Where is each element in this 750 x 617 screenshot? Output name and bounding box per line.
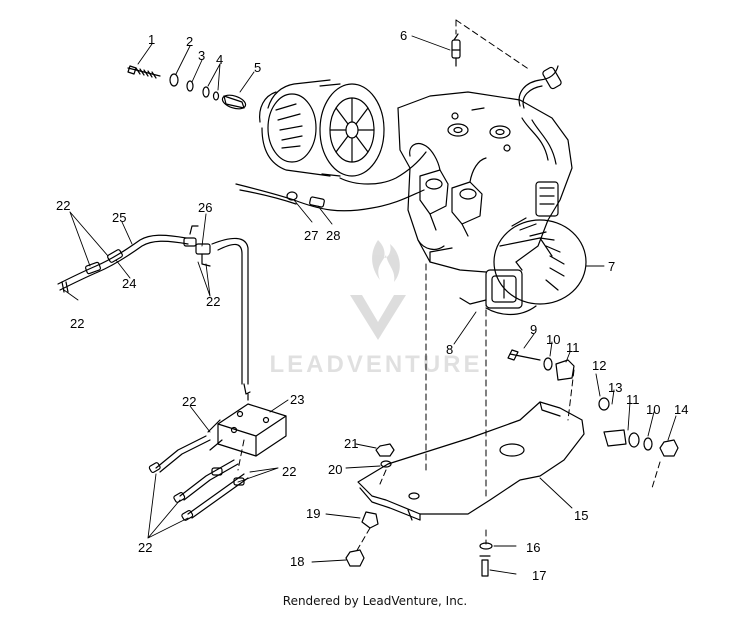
- callout-17: 17: [532, 568, 546, 583]
- callout-18: 18: [290, 554, 304, 569]
- clutch-bolt-stack: [127, 65, 247, 110]
- callout-7: 7: [608, 259, 615, 274]
- callout-2: 2: [186, 34, 193, 49]
- callout-10b: 10: [646, 402, 660, 417]
- callout-23: 23: [290, 392, 304, 407]
- render-credit: Rendered by LeadVenture, Inc.: [282, 594, 468, 608]
- engine-mount-plate: [357, 401, 585, 521]
- watermark-logo: [350, 240, 406, 340]
- callout-19: 19: [306, 506, 320, 521]
- spark-plug: [451, 33, 461, 67]
- fuel-pump: [207, 393, 287, 457]
- fuel-line-assembly: [57, 225, 251, 395]
- callout-6: 6: [400, 28, 407, 43]
- watermark-text: LEADVENTURE: [269, 351, 482, 378]
- impulse-lines: [148, 435, 249, 521]
- callout-25: 25: [112, 210, 126, 225]
- callout-22-c: 22: [206, 294, 220, 309]
- callout-12: 12: [592, 358, 606, 373]
- callout-22-a: 22: [56, 198, 70, 213]
- callout-16: 16: [526, 540, 540, 555]
- drive-clutch: [259, 79, 385, 177]
- callout-3: 3: [198, 48, 205, 63]
- throttle-cable: [235, 183, 425, 212]
- mount-hardware: [507, 349, 679, 457]
- plate-hardware: [345, 443, 493, 577]
- callout-11a: 11: [566, 340, 580, 355]
- callout-11b: 11: [626, 392, 640, 407]
- alignment-lines: [237, 19, 661, 553]
- callout-5: 5: [254, 60, 261, 75]
- callout-27: 27: [304, 228, 318, 243]
- callout-21: 21: [344, 436, 358, 451]
- callout-9: 9: [530, 322, 537, 337]
- callout-22-e: 22: [282, 464, 296, 479]
- callout-28: 28: [326, 228, 340, 243]
- callout-4: 4: [216, 52, 223, 67]
- callout-22-b: 22: [70, 316, 84, 331]
- callout-8: 8: [446, 342, 453, 357]
- callout-22-d: 22: [182, 394, 196, 409]
- callout-24: 24: [122, 276, 136, 291]
- callout-1: 1: [148, 32, 155, 47]
- callout-10a: 10: [546, 332, 560, 347]
- callout-22-f: 22: [138, 540, 152, 555]
- callout-14: 14: [674, 402, 688, 417]
- callout-leaders: [63, 35, 677, 575]
- callout-15: 15: [574, 508, 588, 523]
- engine-assembly: [339, 65, 587, 316]
- callout-labels: 1 2 3 4 5 6 7 8 9 10 10 11 11 12 13 14 1…: [56, 28, 688, 583]
- callout-26: 26: [198, 200, 212, 215]
- callout-20: 20: [328, 462, 342, 477]
- callout-13: 13: [608, 380, 622, 395]
